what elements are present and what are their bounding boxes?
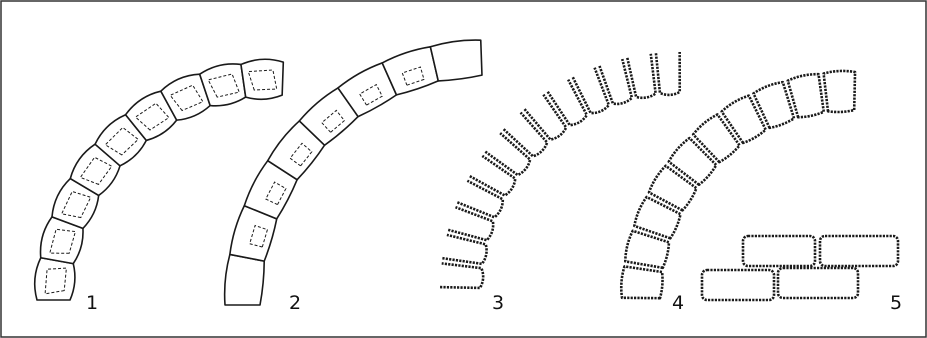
arc-segment: [241, 59, 283, 99]
arc-segment: [225, 254, 265, 305]
open-cell: [440, 263, 483, 288]
panel-number-1: 1: [86, 292, 98, 314]
rounded-cell: [621, 266, 662, 298]
brick-cell: [778, 268, 858, 298]
open-cell: [656, 52, 680, 95]
panel-number-5: 5: [890, 292, 902, 314]
panel-number-3: 3: [492, 292, 504, 314]
brick-cell: [743, 236, 815, 266]
rounded-cell: [824, 71, 855, 112]
arc-segment: [35, 258, 75, 300]
brick-cell: [820, 236, 898, 266]
arc-segment: [430, 40, 482, 81]
panel-number-2: 2: [289, 292, 301, 314]
panel-number-4: 4: [672, 292, 684, 314]
brick-cell: [702, 270, 774, 300]
